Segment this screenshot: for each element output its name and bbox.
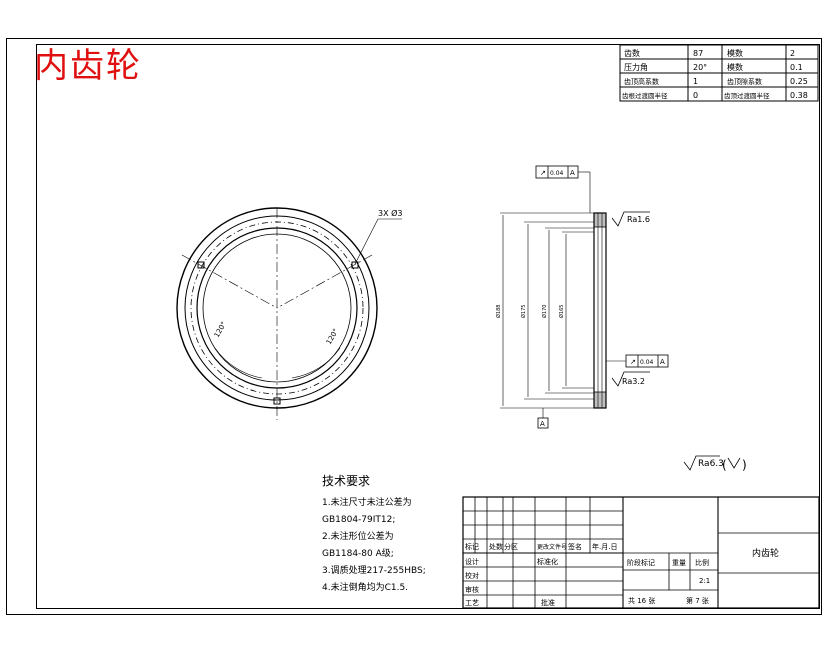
param-value-2: 20° (693, 63, 707, 72)
tb-header-3: 分区 (504, 542, 518, 551)
param-label2-4: 齿顶过渡圆半径 (724, 91, 770, 100)
tb-header-4: 更改文件号 (537, 543, 567, 551)
angle-label-2: 120° (325, 327, 340, 346)
tol-bottom-ref: A (660, 358, 665, 366)
param-label2-2: 模数 (727, 62, 743, 72)
tech-req-line-5: 3.调质处理217-255HBS; (322, 564, 426, 576)
param-value2-1: 2 (790, 49, 795, 58)
tol-top-ref: A (570, 169, 575, 177)
inner-frame (36, 44, 820, 609)
tb-row-4: 工艺 (465, 599, 479, 607)
param-label-4: 齿根过渡圆半径 (622, 91, 668, 100)
general-ra: Ra6.3 (698, 459, 724, 469)
gear-param-table (619, 44, 819, 102)
tech-req-line-4: GB1184-80 A级; (322, 547, 394, 559)
tb-approve: 批准 (541, 598, 555, 607)
param-label-2: 压力角 (624, 62, 648, 72)
param-label2-3: 齿顶隙系数 (727, 77, 762, 86)
tech-req-line-6: 4.未注倒角均为C1.5. (322, 581, 408, 593)
holes-label: 3X Ø3 (378, 208, 403, 218)
dim-1: Ø188 (495, 305, 502, 318)
datum-label: A (540, 420, 545, 428)
outer-frame (6, 38, 822, 615)
param-value-1: 87 (693, 49, 703, 58)
param-value2-3: 0.25 (790, 77, 808, 86)
tech-req-line-1: 1.未注尺寸未注公差为 (322, 496, 412, 508)
param-value2-2: 0.1 (790, 63, 803, 72)
dim-2: Ø175 (520, 305, 527, 318)
general-ra-open: ( (722, 458, 727, 472)
tb-row-3: 审核 (465, 585, 479, 594)
angle-label-1: 120° (213, 320, 228, 339)
tb-sheets-total: 共 16 张 (628, 596, 655, 605)
tb-part-name: 内齿轮 (752, 547, 779, 559)
tol-bottom-symbol: ↗ (630, 358, 636, 366)
tol-top-symbol: ↗ (540, 169, 546, 177)
ra-top: Ra1.6 (627, 215, 650, 224)
tb-scale: 比例 (695, 558, 709, 567)
tb-std: 标准化 (537, 557, 558, 566)
tb-weight: 重量 (672, 559, 686, 567)
general-ra-close: ) (742, 458, 747, 472)
param-value-3: 1 (693, 77, 698, 86)
tb-row-1: 设计 (465, 557, 479, 566)
tech-req-line-3: 2.未注形位公差为 (322, 530, 394, 542)
tol-top-value: 0.04 (550, 170, 564, 177)
param-label2-1: 模数 (727, 48, 743, 58)
tech-req-heading: 技术要求 (322, 474, 370, 488)
tb-row-2: 校对 (465, 571, 479, 580)
param-value-4: 0 (693, 91, 698, 100)
tb-stage: 阶段标记 (627, 558, 655, 567)
param-value2-4: 0.38 (790, 91, 808, 100)
param-label-1: 齿数 (624, 48, 640, 58)
tech-req-line-2: GB1804-79IT12; (322, 515, 395, 525)
dim-3: Ø170 (541, 305, 548, 318)
tb-header-2: 处数 (489, 542, 503, 551)
tb-sheet-no: 第 7 张 (686, 596, 709, 605)
front-view (176, 207, 402, 420)
tb-header-6: 年.月.日 (592, 542, 617, 551)
param-label-3: 齿顶高系数 (624, 77, 659, 86)
drawing-title: 内齿轮 (34, 46, 142, 86)
tol-bottom-value: 0.04 (640, 359, 654, 366)
title-block (462, 496, 820, 609)
tb-header-5: 签名 (568, 542, 582, 551)
tb-header-1: 标记 (465, 542, 479, 551)
section-view (500, 165, 741, 471)
ra-bottom: Ra3.2 (622, 377, 645, 386)
tb-scale-value: 2:1 (699, 577, 710, 585)
dim-4: Ø165 (558, 305, 565, 318)
